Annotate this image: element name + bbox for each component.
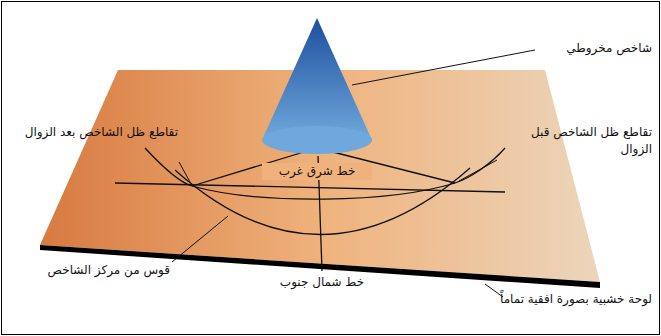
shadow-tip-curve [145, 148, 505, 199]
cone-base [262, 126, 372, 154]
leader-line [352, 50, 535, 85]
cone-gnomon [262, 18, 372, 154]
part-label: قوس من مركز الشاخص [8, 262, 170, 279]
cone-body [262, 18, 372, 140]
leader-line [179, 162, 190, 182]
part-label: لوحة خشبية بصورة افقية تماماً [500, 291, 652, 308]
line-label: خط شمال جنوب [262, 274, 382, 291]
part-label: تقاطع ظل الشاخص قبل الزوال [500, 124, 652, 158]
leader-line [172, 216, 228, 262]
part-label: تقاطع ظل الشاخص بعد الزوال [12, 124, 178, 141]
leader-line [459, 160, 497, 181]
line-label: خط شرق غرب [262, 163, 372, 180]
part-label: شاخص مخروطي [540, 40, 652, 57]
